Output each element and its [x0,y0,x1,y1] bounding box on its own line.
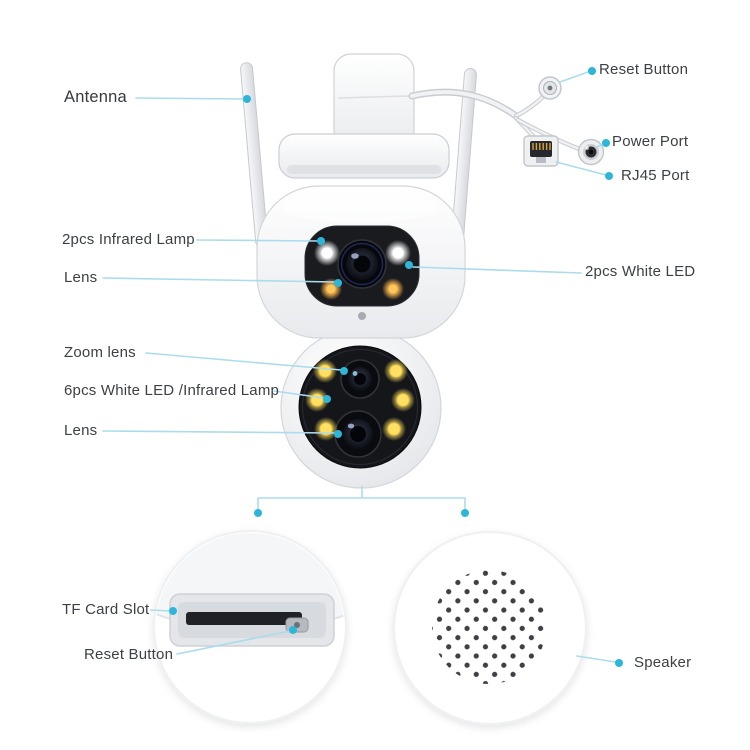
dot-six-led [323,395,331,403]
zoom-lens [340,359,380,399]
pigtail-cable [408,76,605,167]
line-reset-bottom [176,630,291,655]
line-reset-top [559,71,589,83]
dot-white-led [405,261,413,269]
speaker-holes [432,570,546,684]
light-sensor [358,312,366,320]
line-infrared [196,239,319,242]
label-infrared-lamp: 2pcs Infrared Lamp [62,231,195,248]
dot-zoom [340,367,348,375]
label-speaker: Speaker [634,654,692,671]
line-antenna [135,97,244,100]
reset-button-connector [538,76,562,100]
label-tf-card-slot: TF Card Slot [62,601,150,618]
dot-branch-left [254,509,262,517]
line-rj45 [555,161,607,176]
label-white-led: 2pcs White LED [585,263,696,280]
inset-bottom-view [153,530,347,724]
dot-reset-bottom [289,626,297,634]
inset-speaker-view [393,531,587,725]
line-tf [150,609,171,612]
line-branch-to-insets [257,485,466,511]
line-lens-top [102,277,336,283]
label-lens-bottom: Lens [64,422,98,439]
line-speaker [576,655,616,663]
dot-lens-top [334,279,342,287]
dot-branch-right [461,509,469,517]
dot-lens-bottom [334,430,342,438]
label-reset-button-bottom: Reset Button [84,646,174,663]
label-zoom-lens: Zoom lens [64,344,136,361]
line-six-led [273,390,325,399]
label-rj45-port: RJ45 Port [621,167,690,184]
label-power-port: Power Port [612,133,689,150]
line-lens-bottom [102,430,336,434]
dot-power [602,139,610,147]
dot-reset-top [588,67,596,75]
label-reset-button-top: Reset Button [599,61,689,78]
mount-bracket [278,53,450,179]
camera-ball [280,327,442,489]
label-six-led: 6pcs White LED /Infrared Lamp [64,382,280,399]
dot-speaker [615,659,623,667]
infrared-lamps [314,240,411,266]
rj45-port-connector [523,135,559,167]
dot-rj45 [605,172,613,180]
dot-infrared [317,237,325,245]
callout-lines [102,71,616,663]
tf-card-slot [186,612,302,625]
camera-device [240,53,605,489]
head-lens [337,239,387,289]
line-white-led [412,266,582,274]
camera-head [256,185,466,339]
dot-tf [169,607,177,615]
line-zoom [145,352,342,371]
power-port-connector [577,138,605,166]
white-led-infrared-array [305,359,415,441]
label-antenna: Antenna [64,88,127,106]
label-lens-top: Lens [64,269,98,286]
main-lens [334,410,382,458]
dot-antenna [243,95,251,103]
line-power [596,143,604,148]
callout-dots [169,67,623,667]
